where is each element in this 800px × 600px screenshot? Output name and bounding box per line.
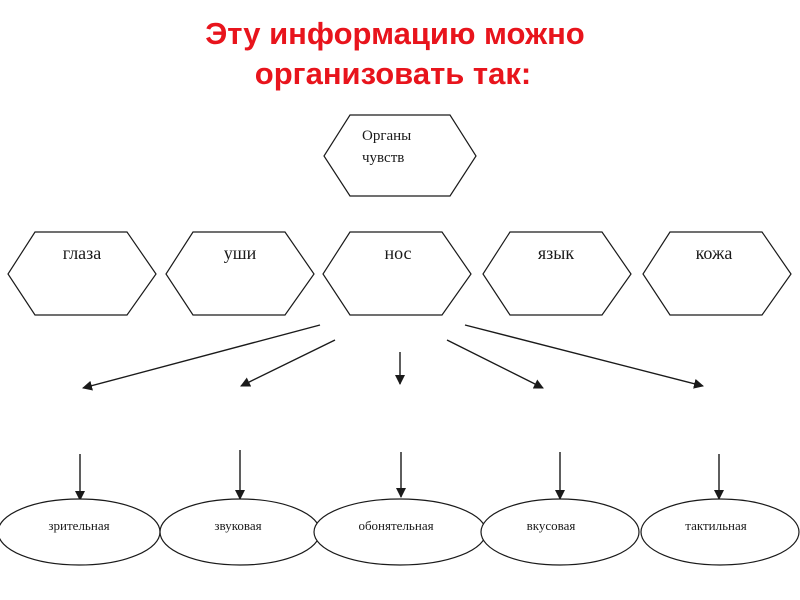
slide-title-line-1: Эту информацию можно <box>205 16 585 51</box>
sense-label-gustatory: вкусовая <box>527 518 576 533</box>
sense-node-visual: зрительная <box>0 498 161 566</box>
organ-node-ears: уши <box>165 231 315 316</box>
organ-node-eyes: глаза <box>7 231 157 316</box>
sense-label-olfactory: обонятельная <box>358 518 433 533</box>
slide-title: Эту информацию можно организовать так: <box>0 14 800 94</box>
arrow-to-tactile <box>464 324 704 389</box>
sense-node-olfactory: обонятельная <box>313 498 487 566</box>
organ-node-skin: кожа <box>642 231 792 316</box>
organ-node-tongue: язык <box>482 231 632 316</box>
organ-label-tongue: язык <box>538 243 574 263</box>
organ-label-eyes: глаза <box>63 243 102 263</box>
sense-node-tactile: тактильная <box>640 498 800 566</box>
organ-label-nose: нос <box>384 243 411 263</box>
upper-arrows <box>82 324 704 391</box>
organ-label-ears: уши <box>224 243 257 263</box>
root-node: Органы чувств <box>323 114 477 197</box>
sense-node-gustatory: вкусовая <box>480 498 640 566</box>
sense-node-auditory: звуковая <box>159 498 321 566</box>
organ-node-nose: нос <box>322 231 472 316</box>
root-label-line-2: чувств <box>362 150 404 166</box>
organ-label-skin: кожа <box>696 243 733 263</box>
lower-arrows <box>75 450 724 501</box>
sense-label-auditory: звуковая <box>214 518 261 533</box>
arrow-to-visual <box>82 324 321 391</box>
root-label-line-1: Органы <box>362 128 411 144</box>
arrow-to-gustatory <box>446 339 544 389</box>
slide-title-line-2: организовать так: <box>254 56 532 91</box>
sense-label-tactile: тактильная <box>685 518 747 533</box>
sense-label-visual: зрительная <box>48 518 109 533</box>
arrow-to-auditory <box>240 339 336 387</box>
